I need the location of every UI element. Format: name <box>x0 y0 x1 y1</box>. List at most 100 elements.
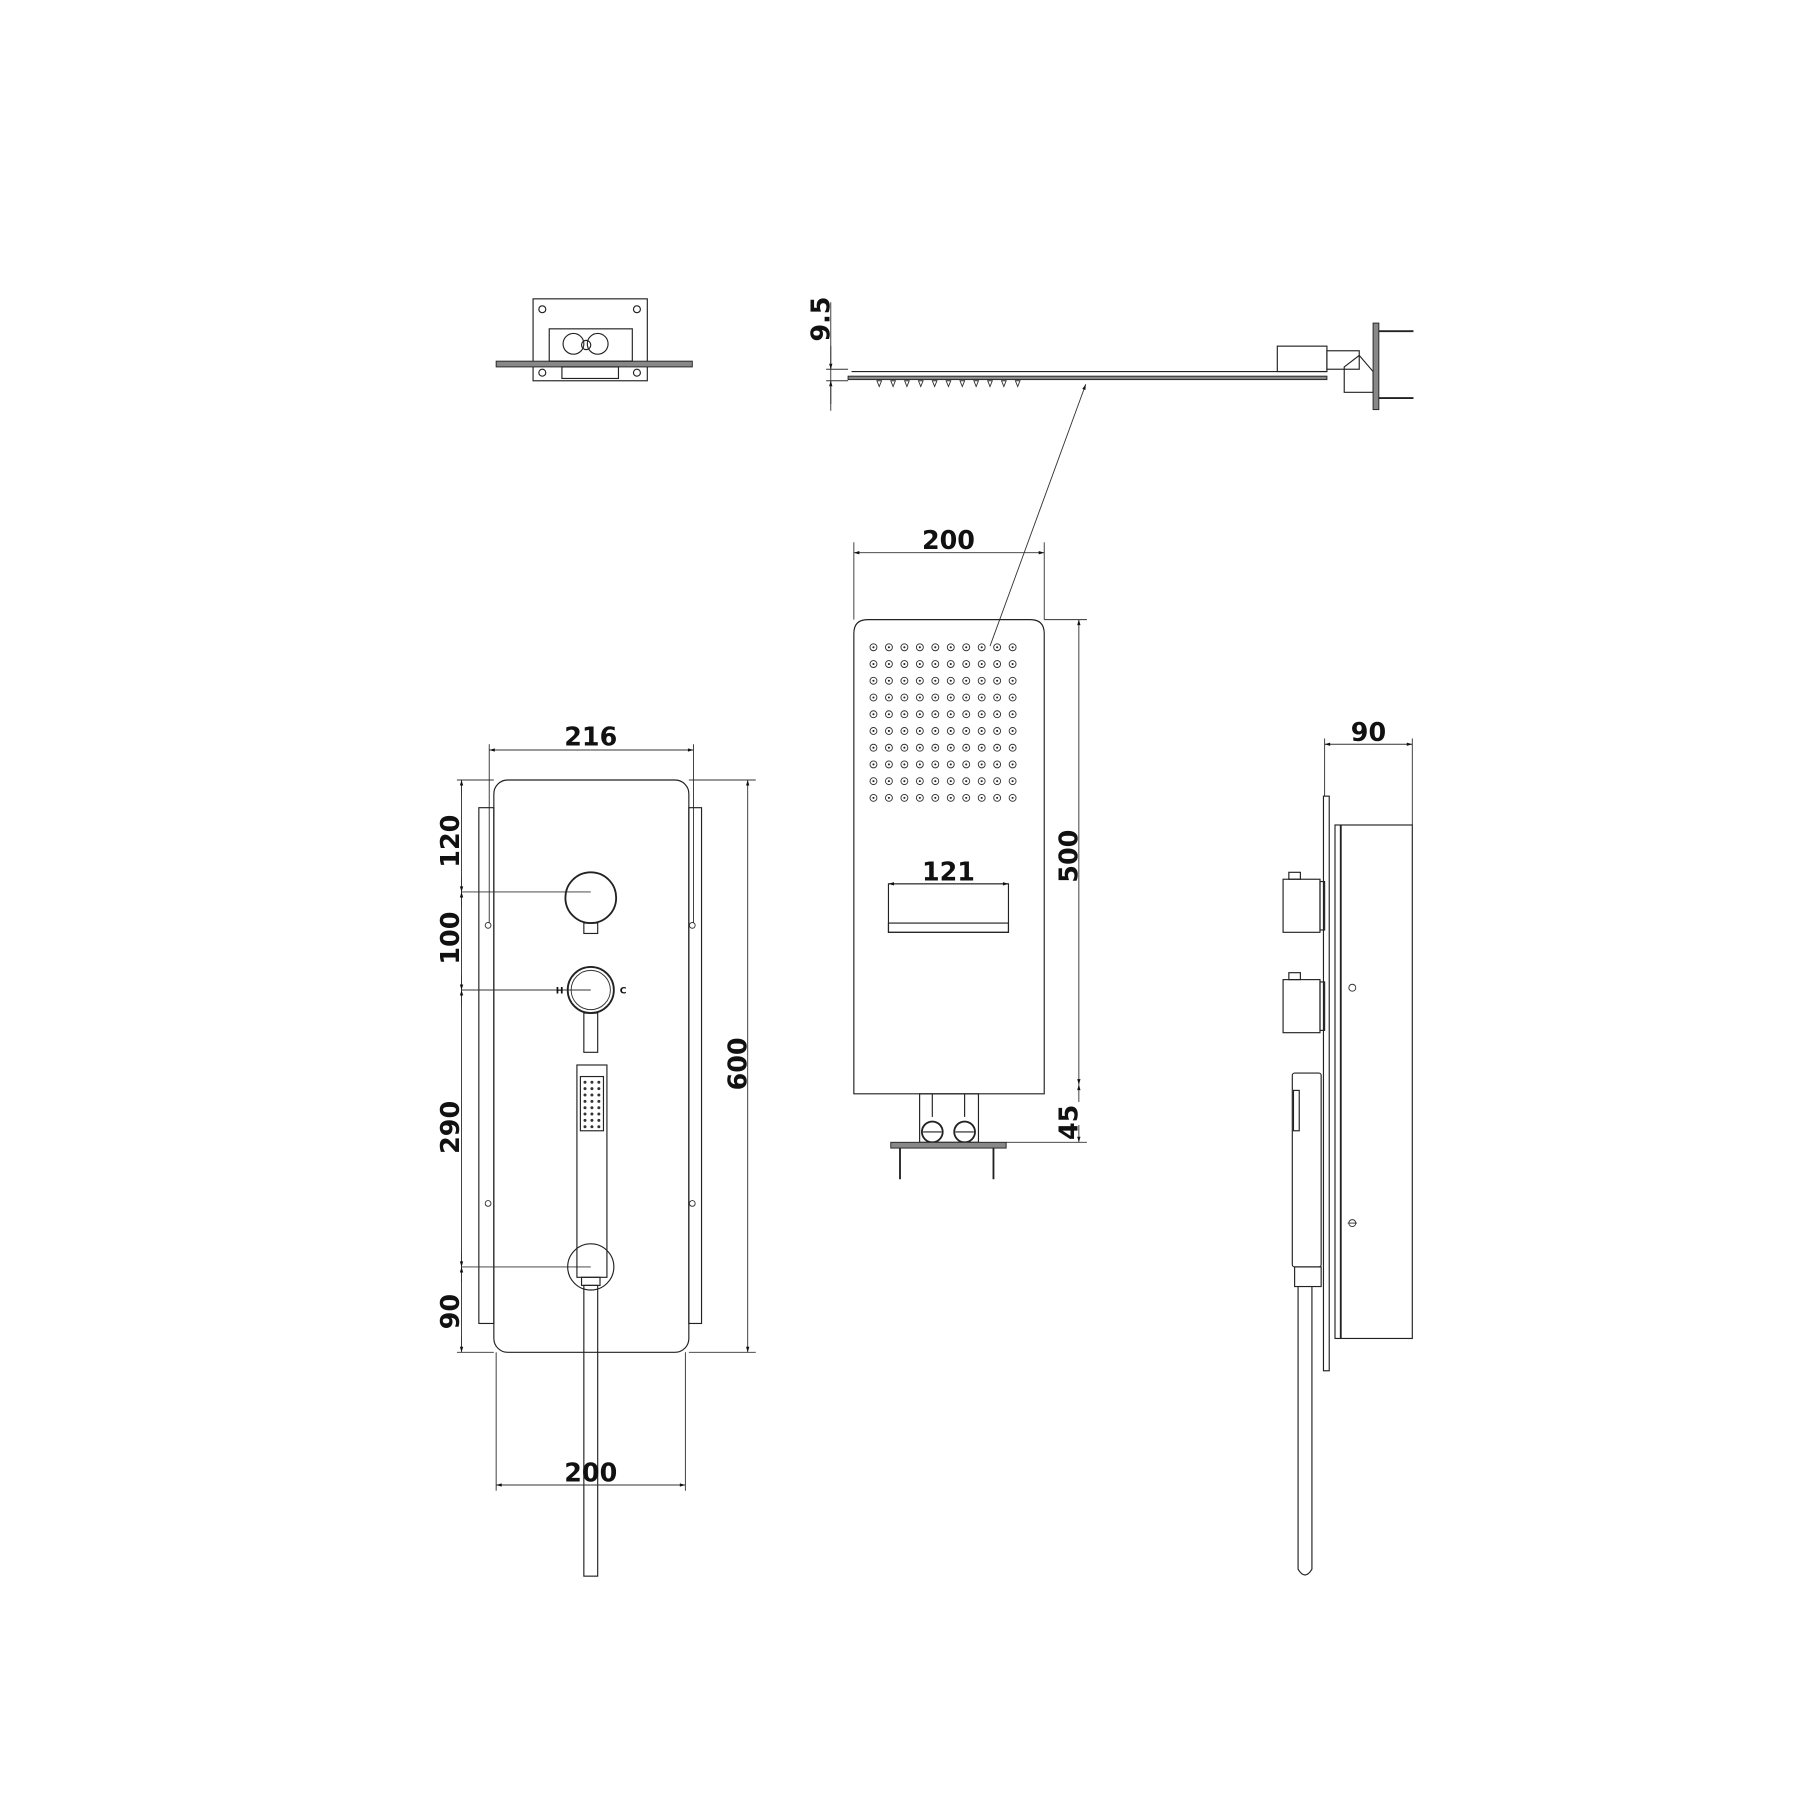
nozzle-center <box>918 663 921 666</box>
nozzle-center <box>903 696 906 699</box>
nozzle-center <box>918 679 921 682</box>
nozzle-center <box>1011 663 1014 666</box>
nozzle <box>885 710 893 719</box>
hand-nozzle <box>597 1112 601 1116</box>
nozzle-center <box>887 646 890 649</box>
nozzle <box>931 793 940 802</box>
hand-nozzle <box>583 1112 587 1116</box>
nozzle-center <box>872 679 875 682</box>
nozzle <box>885 743 893 752</box>
nozzle-tip <box>903 380 910 388</box>
nozzle <box>962 660 971 668</box>
nozzle-center <box>980 729 983 732</box>
nozzle-tip <box>959 380 966 388</box>
nozzle-center <box>980 679 983 682</box>
nozzle-center <box>934 696 937 699</box>
nozzle-center <box>996 796 999 799</box>
hand-nozzle <box>597 1080 601 1084</box>
nozzle <box>869 727 878 735</box>
nozzle-center <box>918 763 921 766</box>
nozzle <box>1008 793 1017 802</box>
hand-nozzle <box>590 1125 594 1129</box>
nozzle-center <box>887 696 890 699</box>
nozzle-center <box>980 696 983 699</box>
nozzle-center <box>903 679 906 682</box>
hand-nozzle <box>597 1087 601 1091</box>
hand-nozzle <box>590 1093 594 1097</box>
nozzle-center <box>872 696 875 699</box>
nozzle-center <box>887 780 890 783</box>
nozzle <box>885 727 893 735</box>
nozzle-center <box>918 696 921 699</box>
hand-nozzle <box>590 1080 594 1084</box>
hand-nozzle <box>590 1099 594 1103</box>
nozzle <box>1008 693 1017 702</box>
nozzle <box>915 760 924 769</box>
nozzle-center <box>996 763 999 766</box>
nozzle-center <box>934 646 937 649</box>
nozzle <box>993 777 1002 786</box>
diverter-knob <box>564 871 618 924</box>
hand-nozzle <box>583 1106 587 1110</box>
nozzle <box>977 710 986 719</box>
nozzle <box>977 643 986 652</box>
dim-panel-depth: 90 <box>1351 717 1386 747</box>
nozzle-center <box>887 763 890 766</box>
nozzle <box>900 676 909 685</box>
nozzle-center <box>1011 780 1014 783</box>
nozzle <box>885 777 893 786</box>
nozzle-center <box>965 713 968 716</box>
shower-panel-side-view: 90 <box>1282 717 1413 1576</box>
nozzle-center <box>949 763 952 766</box>
nozzle-center <box>965 780 968 783</box>
nozzle-center <box>996 663 999 666</box>
dim-panel-face-width: 200 <box>564 1458 617 1488</box>
nozzle <box>885 643 893 652</box>
nozzle-tip <box>917 380 924 388</box>
hand-nozzle <box>583 1118 587 1122</box>
nozzle-center <box>949 746 952 749</box>
nozzle-center <box>949 729 952 732</box>
dim-valve2-to-holder: 290 <box>435 1101 465 1154</box>
nozzle-center <box>996 646 999 649</box>
nozzle <box>900 710 909 719</box>
nozzle-center <box>887 746 890 749</box>
nozzle <box>962 743 971 752</box>
nozzle-center <box>949 713 952 716</box>
nozzle-center <box>949 780 952 783</box>
nozzle <box>962 793 971 802</box>
nozzle <box>915 693 924 702</box>
cold-label: C <box>620 985 627 996</box>
nozzle <box>900 727 909 735</box>
nozzle-tip <box>1000 380 1007 388</box>
nozzle <box>977 660 986 668</box>
nozzle-center <box>934 763 937 766</box>
nozzle-center <box>965 646 968 649</box>
nozzle-center <box>949 796 952 799</box>
nozzle-center <box>949 679 952 682</box>
nozzle-center <box>980 713 983 716</box>
nozzle <box>931 743 940 752</box>
nozzle <box>977 793 986 802</box>
nozzle-center <box>903 729 906 732</box>
nozzle <box>946 710 955 719</box>
nozzle-center <box>887 713 890 716</box>
nozzle <box>931 710 940 719</box>
nozzle-center <box>918 780 921 783</box>
nozzle <box>915 727 924 735</box>
nozzle <box>869 793 878 802</box>
nozzle <box>915 710 924 719</box>
nozzle <box>869 676 878 685</box>
dim-panel-width: 216 <box>564 721 617 751</box>
rain-head-side-view: 9.5 <box>806 297 1414 647</box>
nozzle <box>962 643 971 652</box>
nozzle <box>900 793 909 802</box>
nozzle-center <box>903 780 906 783</box>
nozzle <box>946 777 955 786</box>
nozzle-center <box>872 780 875 783</box>
nozzle-center <box>980 663 983 666</box>
nozzle <box>977 777 986 786</box>
nozzle-center <box>887 679 890 682</box>
nozzle-center <box>903 763 906 766</box>
nozzle <box>885 660 893 668</box>
